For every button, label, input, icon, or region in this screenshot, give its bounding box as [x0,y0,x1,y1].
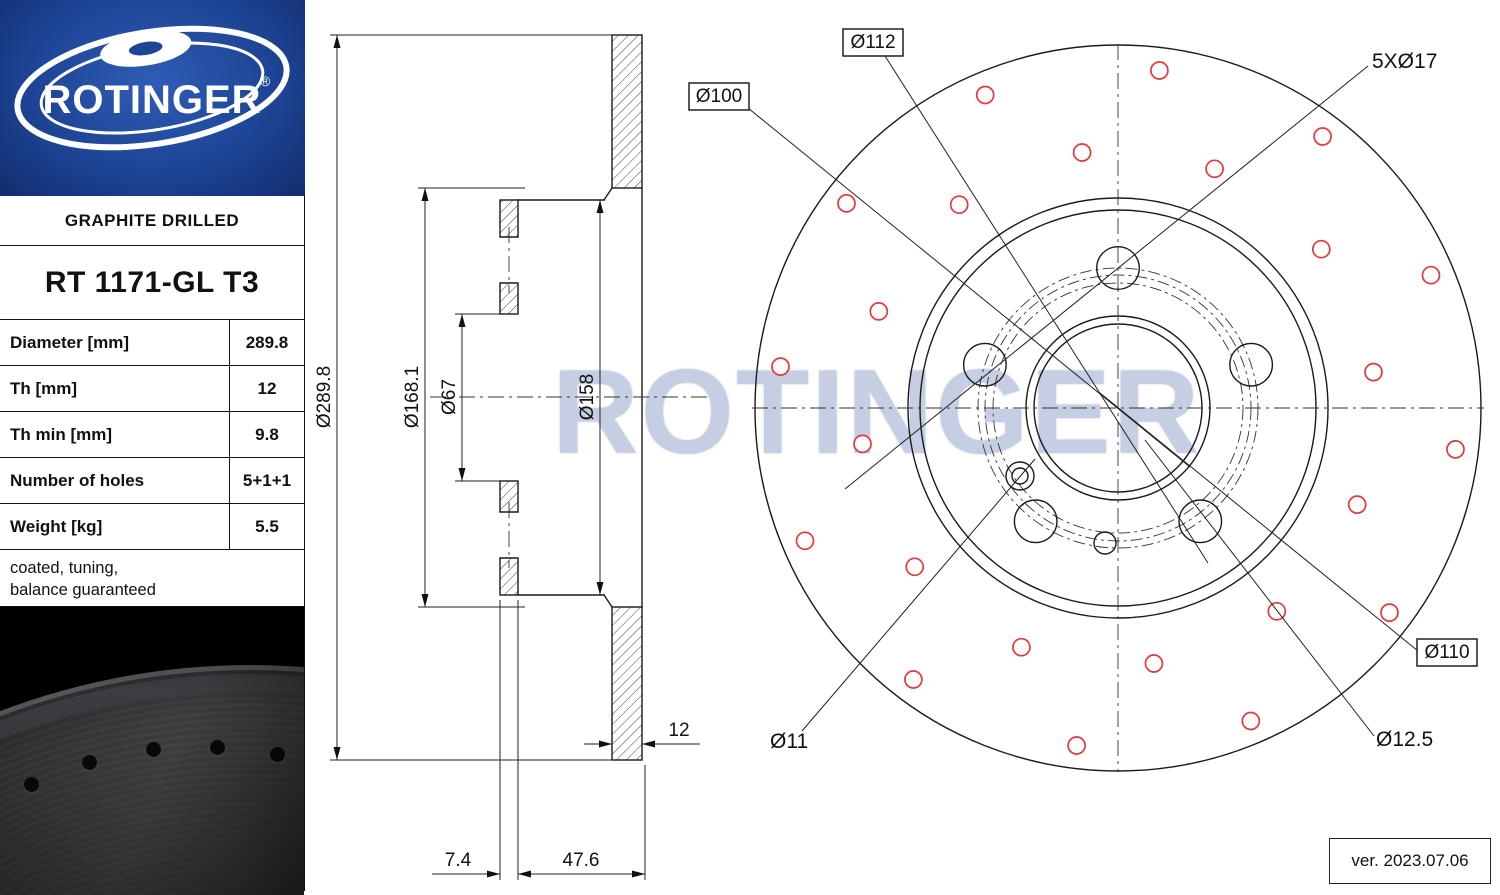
drill-hole [975,85,995,105]
spec-value: 9.8 [229,412,304,457]
registered-mark: ® [260,73,271,89]
spec-label: Diameter [mm] [10,332,130,352]
bolt-hole [1229,342,1274,387]
callout-circle-110: Ø110 [1416,638,1478,667]
table-row: Number of holes 5+1+1 [0,458,304,504]
spec-value: 5+1+1 [229,458,304,503]
pin-hole-inner [1011,467,1029,485]
callout-label-drill-holes: Ø12.5 [1376,728,1433,751]
dim-label-friction-inner: Ø168.1 [402,366,423,428]
drill-hole [1311,239,1331,259]
version-label: ver. 2023.07.06 [1329,838,1491,884]
dim-label-bore: Ø67 [439,379,460,415]
spec-label: Th min [mm] [10,424,112,444]
callout-label-bolt-holes: 5XØ17 [1372,50,1437,73]
spec-label: Number of holes [10,470,145,490]
drilled-holes [771,61,1465,755]
drill-hole [1347,495,1367,514]
rotinger-logo: ROTINGER ® [14,25,290,151]
product-photo [0,607,304,895]
bolt-hole [1013,499,1058,544]
dim-label-overall-width: 47.6 [563,850,600,871]
callout-bolt-circle-100: Ø100 [688,82,750,111]
callout-label-110: Ø110 [1424,642,1469,663]
section-view-drawing: Ø289.8 Ø168.1 Ø67 Ø158 12 7.4 47.6 [314,34,708,880]
table-row: Th min [mm] 9.8 [0,412,304,458]
logo-block: ROTINGER ® [0,0,305,196]
dim-label-thickness: 12 [668,720,689,741]
drill-hole [795,531,815,551]
drill-hole [1364,362,1383,382]
drill-hole [905,557,925,577]
section-ring-top [611,34,643,189]
drill-hole [1446,440,1465,459]
drill-hole [1421,265,1441,285]
front-view-drawing: Ø112 Ø100 Ø110 5XØ17 Ø12.5 Ø11 [688,28,1484,772]
drill-hole [869,302,889,321]
photo-shading [0,607,304,895]
product-type-label: GRAPHITE DRILLED [64,210,240,230]
drill-hole [1380,603,1399,622]
table-row: Th [mm] 12 [0,366,304,412]
wheel-bolt-holes [962,245,1274,544]
drill-hole [1150,61,1169,80]
dim-label-hat-face: 7.4 [445,850,472,871]
section-ring-bottom [611,606,643,761]
spec-value: 12 [229,366,304,411]
spec-table: Diameter [mm] 289.8 Th [mm] 12 Th min [m… [0,320,304,550]
drill-hole [1012,637,1031,657]
table-row: Diameter [mm] 289.8 [0,320,304,366]
drill-hole [1072,143,1092,162]
drill-hole [1241,711,1261,731]
drill-hole [771,357,790,376]
drill-hole [853,434,872,454]
drill-hole [1205,159,1224,179]
bolt-hole [962,342,1007,387]
product-type-row: GRAPHITE DRILLED [0,196,304,246]
drill-hole [949,195,969,215]
dim-label-overall-diameter: Ø289.8 [314,366,335,428]
callout-label-112: Ø112 [850,32,895,53]
callout-bolt-circle-112: Ø112 [842,28,904,57]
drill-hole [1313,127,1332,146]
spec-label: Weight [kg] [10,516,103,536]
info-panel: ROTINGER ® GRAPHITE DRILLED RT 1171-GL T… [0,0,305,895]
table-row: Weight [kg] 5.5 [0,504,304,550]
drill-hole [1067,736,1086,755]
spec-label: Th [mm] [10,378,78,398]
drill-hole [904,670,923,689]
pin-hole-2 [1093,531,1117,555]
brand-name: ROTINGER [42,78,261,122]
dim-label-hat-diameter: Ø158 [577,374,598,420]
bolt-hole [1178,499,1223,544]
drill-hole [837,194,856,213]
part-number-row: RT 1171-GL T3 [0,246,304,320]
bolt-hole [1095,245,1140,290]
spec-value: 5.5 [229,504,304,549]
callout-label-pin-hole: Ø11 [770,730,808,753]
drill-hole [1144,654,1164,673]
part-number: RT 1171-GL T3 [44,265,260,299]
features-note: coated, tuning, balance guaranteed [0,550,304,607]
callout-label-100: Ø100 [696,86,742,107]
pin-hole-outer [1005,461,1035,491]
spec-value: 289.8 [229,320,304,365]
